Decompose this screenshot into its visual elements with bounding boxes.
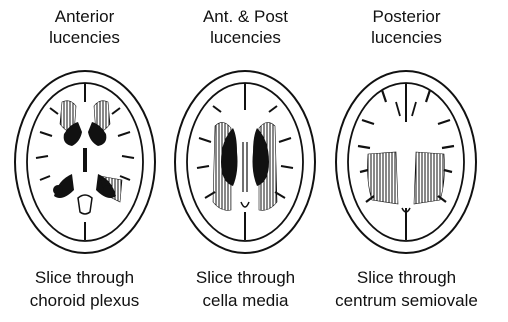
sulcus bbox=[396, 102, 400, 116]
choroid-plexus-right bbox=[103, 185, 113, 195]
caption-line-1: Slice through bbox=[161, 266, 330, 289]
sulcus bbox=[269, 106, 277, 112]
panel-posterior: Posterior lucencies Slice through cent bbox=[322, 0, 491, 322]
brain-slice-cella-media bbox=[161, 62, 330, 262]
caption-line-2: cella media bbox=[161, 289, 330, 312]
brain-slice-choroid-plexus bbox=[0, 62, 169, 262]
sulcus bbox=[213, 106, 221, 112]
panel-title: Ant. & Post lucencies bbox=[161, 6, 330, 48]
sulcus bbox=[358, 146, 370, 148]
title-line-1: Anterior bbox=[0, 6, 169, 27]
sulcus bbox=[112, 108, 120, 114]
sulcus bbox=[118, 132, 130, 136]
sulcus bbox=[442, 146, 454, 148]
sulcus bbox=[36, 156, 48, 158]
choroid-plexus-left bbox=[53, 185, 63, 195]
panel-caption: Slice through centrum semiovale bbox=[322, 266, 491, 312]
sulcus bbox=[197, 166, 209, 168]
panel-ant-post: Ant. & Post lucencies Slice through ce bbox=[161, 0, 330, 322]
falx-curve bbox=[241, 202, 249, 207]
caption-line-2: centrum semiovale bbox=[322, 289, 491, 312]
sulcus bbox=[444, 170, 452, 172]
sulcus bbox=[199, 138, 211, 142]
caption-line-1: Slice through bbox=[0, 266, 169, 289]
brain-slice-centrum-semiovale bbox=[322, 62, 491, 262]
sulcus bbox=[40, 176, 50, 180]
quadrigeminal-cistern bbox=[78, 195, 92, 214]
sulcus bbox=[279, 138, 291, 142]
panel-caption: Slice through choroid plexus bbox=[0, 266, 169, 312]
panel-title: Anterior lucencies bbox=[0, 6, 169, 48]
sulcus bbox=[281, 166, 293, 168]
caption-line-2: choroid plexus bbox=[0, 289, 169, 312]
caption-line-1: Slice through bbox=[322, 266, 491, 289]
title-line-1: Ant. & Post bbox=[161, 6, 330, 27]
title-line-2: lucencies bbox=[0, 27, 169, 48]
sulcus bbox=[412, 102, 416, 116]
sulcus bbox=[50, 108, 58, 114]
sulcus bbox=[360, 170, 368, 172]
septum bbox=[243, 142, 247, 192]
panel-anterior: Anterior lucencies bbox=[0, 0, 169, 322]
third-ventricle bbox=[83, 148, 87, 172]
sulcus bbox=[120, 176, 130, 180]
panel-title: Posterior lucencies bbox=[322, 6, 491, 48]
title-line-1: Posterior bbox=[322, 6, 491, 27]
sulcus bbox=[362, 120, 374, 124]
title-line-2: lucencies bbox=[322, 27, 491, 48]
sulcus bbox=[40, 132, 52, 136]
title-line-2: lucencies bbox=[161, 27, 330, 48]
sulcus bbox=[438, 120, 450, 124]
sulcus bbox=[382, 90, 386, 102]
sulcus bbox=[426, 90, 430, 102]
panel-caption: Slice through cella media bbox=[161, 266, 330, 312]
sulcus bbox=[122, 156, 134, 158]
